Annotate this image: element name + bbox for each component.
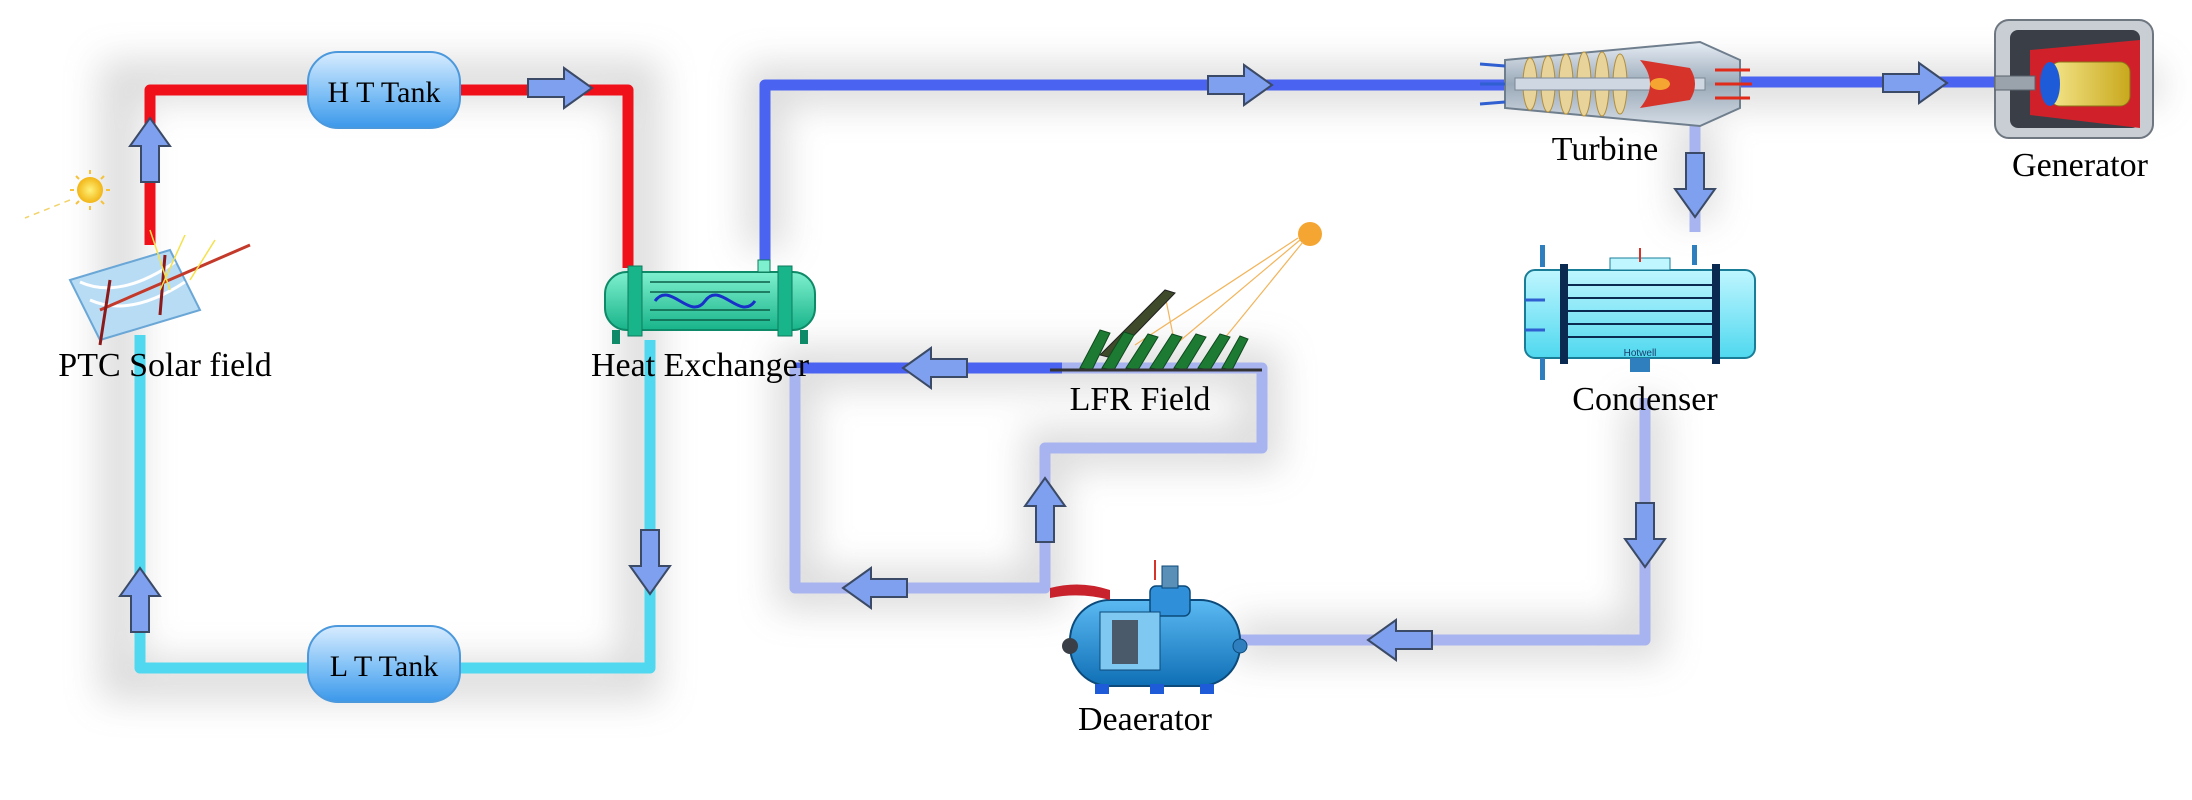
parabolic-trough-icon bbox=[68, 229, 251, 346]
lfr-field: LFR Field bbox=[1050, 222, 1322, 418]
sun-icon bbox=[1298, 222, 1322, 246]
deaerator-label: Deaerator bbox=[1078, 701, 1213, 738]
ht-tank: H T Tank bbox=[307, 51, 461, 129]
turbine-label: Turbine bbox=[1552, 131, 1658, 168]
steam-pipe bbox=[759, 76, 2000, 262]
ptc-solar-field-label: PTC Solar field bbox=[58, 347, 271, 384]
arrow-up-icon bbox=[1023, 476, 1067, 543]
deaerator: Deaerator bbox=[1050, 560, 1248, 738]
condenser: Hotwell Condenser bbox=[1524, 245, 1756, 418]
sun-icon bbox=[24, 170, 110, 219]
heat-exchanger-label: Heat Exchanger bbox=[591, 347, 810, 384]
ht-tank-label: H T Tank bbox=[328, 76, 441, 109]
arrow-down-icon bbox=[1623, 502, 1667, 569]
pipe-shadows bbox=[100, 60, 2160, 700]
arrow-right-icon bbox=[527, 66, 594, 110]
hotwell-label: Hotwell bbox=[1624, 348, 1657, 359]
lt-tank-label: L T Tank bbox=[330, 650, 438, 683]
flow-arrows bbox=[118, 61, 1949, 662]
generator-label: Generator bbox=[2012, 147, 2149, 184]
lfr-field-label: LFR Field bbox=[1070, 381, 1211, 418]
arrow-right-icon bbox=[1207, 63, 1274, 107]
feedwater-pipe bbox=[789, 362, 1268, 594]
condensate-pipe bbox=[1240, 398, 1651, 646]
cold-oil-pipe bbox=[134, 335, 656, 674]
heat-exchanger: Heat Exchanger bbox=[591, 259, 816, 384]
hot-oil-pipe bbox=[144, 84, 634, 268]
ptc-solar-field: PTC Solar field bbox=[24, 170, 272, 384]
lt-tank: L T Tank bbox=[307, 625, 461, 703]
arrow-left-icon bbox=[841, 566, 908, 610]
arrow-up-icon bbox=[118, 566, 162, 633]
arrow-left-icon bbox=[901, 346, 968, 390]
condenser-label: Condenser bbox=[1572, 381, 1718, 418]
turbine: Turbine bbox=[1479, 40, 1752, 168]
arrow-right-icon bbox=[1882, 61, 1949, 105]
arrow-down-icon bbox=[628, 529, 672, 596]
arrow-down-icon bbox=[1673, 152, 1717, 219]
generator: Generator bbox=[1994, 19, 2154, 184]
arrow-up-icon bbox=[128, 116, 172, 183]
arrow-left-icon bbox=[1366, 618, 1433, 662]
